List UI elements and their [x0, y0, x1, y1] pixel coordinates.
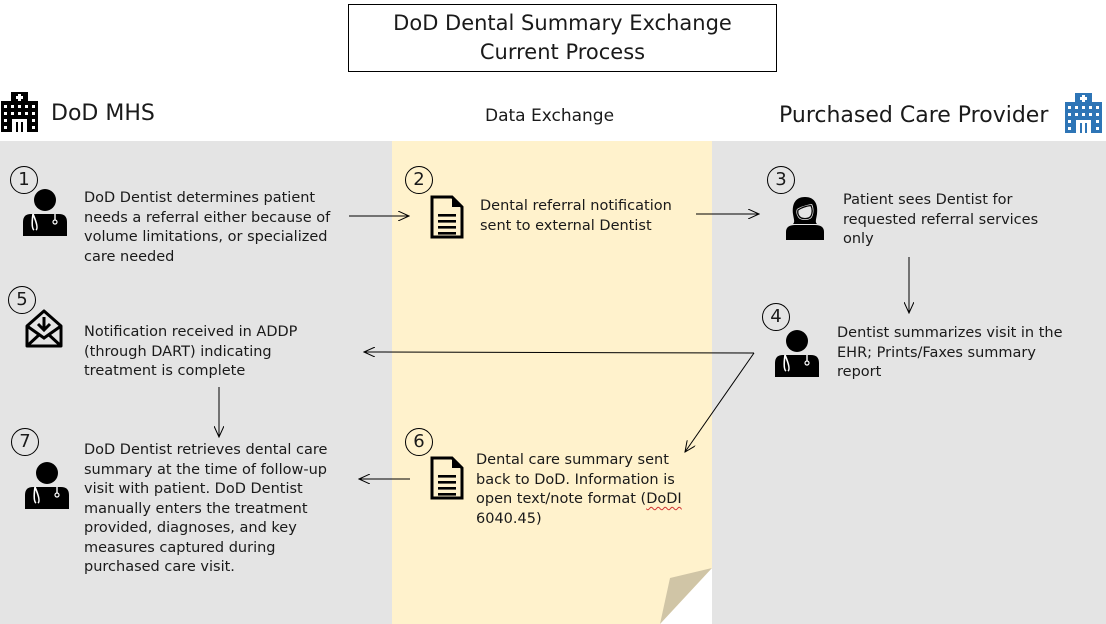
doctor-icon: [23, 189, 67, 236]
step-number-5: 5: [8, 286, 36, 314]
step-number-6: 6: [405, 428, 433, 456]
envelope-download-icon: [25, 309, 63, 348]
hospital-building-icon: [1065, 93, 1102, 133]
step-text-6-end: 6040.45): [476, 510, 542, 527]
title-line-2: Current Process: [479, 40, 646, 64]
step-text-6: Dental care summary sent back to DoD. In…: [476, 451, 691, 529]
step-text-7: DoD Dentist retrieves dental care summar…: [84, 442, 328, 575]
arrow-4-to-5: [364, 352, 755, 353]
diagram-title: DoD Dental Summary Exchange Current Proc…: [348, 4, 777, 72]
lane-header-data-exchange: Data Exchange: [485, 106, 615, 126]
step-number-2: 2: [405, 166, 433, 194]
doctor-icon: [775, 330, 819, 377]
title-line-1: DoD Dental Summary Exchange: [393, 11, 732, 35]
step-number-7: 7: [11, 428, 39, 456]
step-number-1: 1: [10, 166, 38, 194]
document-icon: [430, 456, 464, 500]
step-text-1: DoD Dentist determines patient needs a r…: [84, 190, 331, 265]
step-text-2: Dental referral notification sent to ext…: [480, 198, 672, 234]
lane-header-purchased-care: Purchased Care Provider: [779, 103, 1049, 128]
spellcheck-flagged-word: DoDI: [646, 491, 682, 507]
step-number-3: 3: [767, 166, 795, 194]
doctor-icon: [25, 462, 69, 509]
document-icon: [430, 195, 464, 239]
lane-purchased-care: [712, 141, 1106, 624]
step-number-4: 4: [762, 303, 790, 331]
step-text-5: Notification received in ADDP (through D…: [84, 324, 298, 379]
page-curl-decoration: [660, 568, 712, 624]
step-text-3: Patient sees Dentist for requested refer…: [843, 192, 1039, 247]
arrow-4-to-6: [685, 352, 755, 452]
lane-header-dod-mhs: DoD MHS: [51, 101, 155, 126]
step-text-4: Dentist summarizes visit in the EHR; Pri…: [837, 325, 1063, 380]
page-curl-fold: [660, 568, 712, 624]
patient-female-icon: [786, 197, 824, 240]
step-text-6-main: Dental care summary sent back to DoD. In…: [476, 452, 675, 507]
hospital-building-icon: [1, 92, 38, 132]
